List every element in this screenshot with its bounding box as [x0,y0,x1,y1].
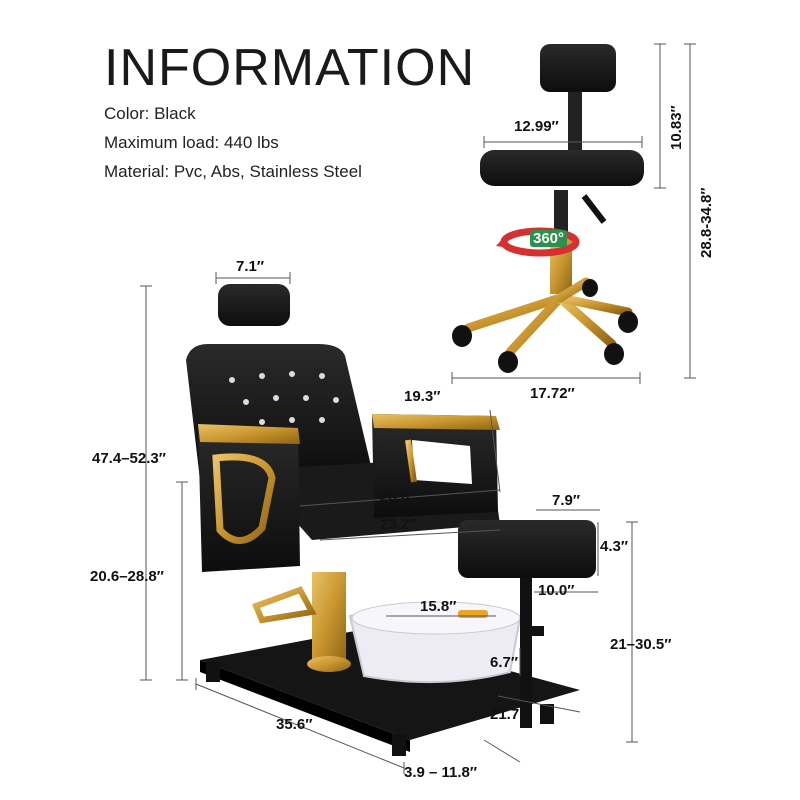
stool-casters [452,279,638,373]
stool [452,44,644,373]
basin-length-label: 21.7″ [490,706,527,723]
info-heading: INFORMATION [104,39,476,97]
footrest-cushion [458,520,596,578]
stool-base-width-label: 17.72″ [530,385,575,402]
headrest-width-label: 7.1″ [236,258,265,275]
stool-seat [480,150,644,186]
hydraulic-column [312,572,346,664]
chair-foot-bar [251,586,317,624]
stool-back-height-label: 10.83″ [668,105,685,150]
stool-back-post [568,92,582,158]
rotation-badge: 360° [530,230,568,247]
seat-height-label: 20.6–28.8″ [90,568,164,585]
spec-load: Maximum load: 440 lbs [104,133,279,152]
footrest-width-label: 7.9″ [552,492,581,509]
stool-dimension-lines [451,43,696,384]
pedicure-chair [186,284,596,756]
footrest-post [520,578,532,728]
spec-color: Color: Black [104,104,196,123]
stool-total-height-label: 28.8-34.8″ [698,187,715,258]
crystal-buttons [229,371,339,425]
footrest-thickness-label: 4.3″ [600,538,629,555]
seat-width-label: 23.2″ [380,516,417,533]
outer-width-label: 25.6″ [380,488,417,505]
stool-base-legs [463,277,633,357]
chair-dimension-lines [140,272,638,774]
headrest [218,284,290,326]
overall-height-label: 47.4–52.3″ [92,450,166,467]
footrest-length-label: 10.0″ [538,582,575,599]
stool-lever [581,194,607,224]
basin-depth-label: 6.7″ [490,654,519,671]
footrest-height-label: 21–30.5″ [610,636,672,653]
arm-depth-label: 19.3″ [404,388,441,405]
base-length-label: 35.6″ [276,716,313,733]
chair-base-plate [200,630,580,740]
spec-material: Material: Pvc, Abs, Stainless Steel [104,162,362,181]
extension-label: 3.9 – 11.8″ [404,764,478,781]
basin-width-label: 15.8″ [420,598,457,615]
stool-backrest [540,44,616,92]
left-armrest [198,424,300,572]
stool-seat-width-label: 12.99″ [514,118,559,135]
